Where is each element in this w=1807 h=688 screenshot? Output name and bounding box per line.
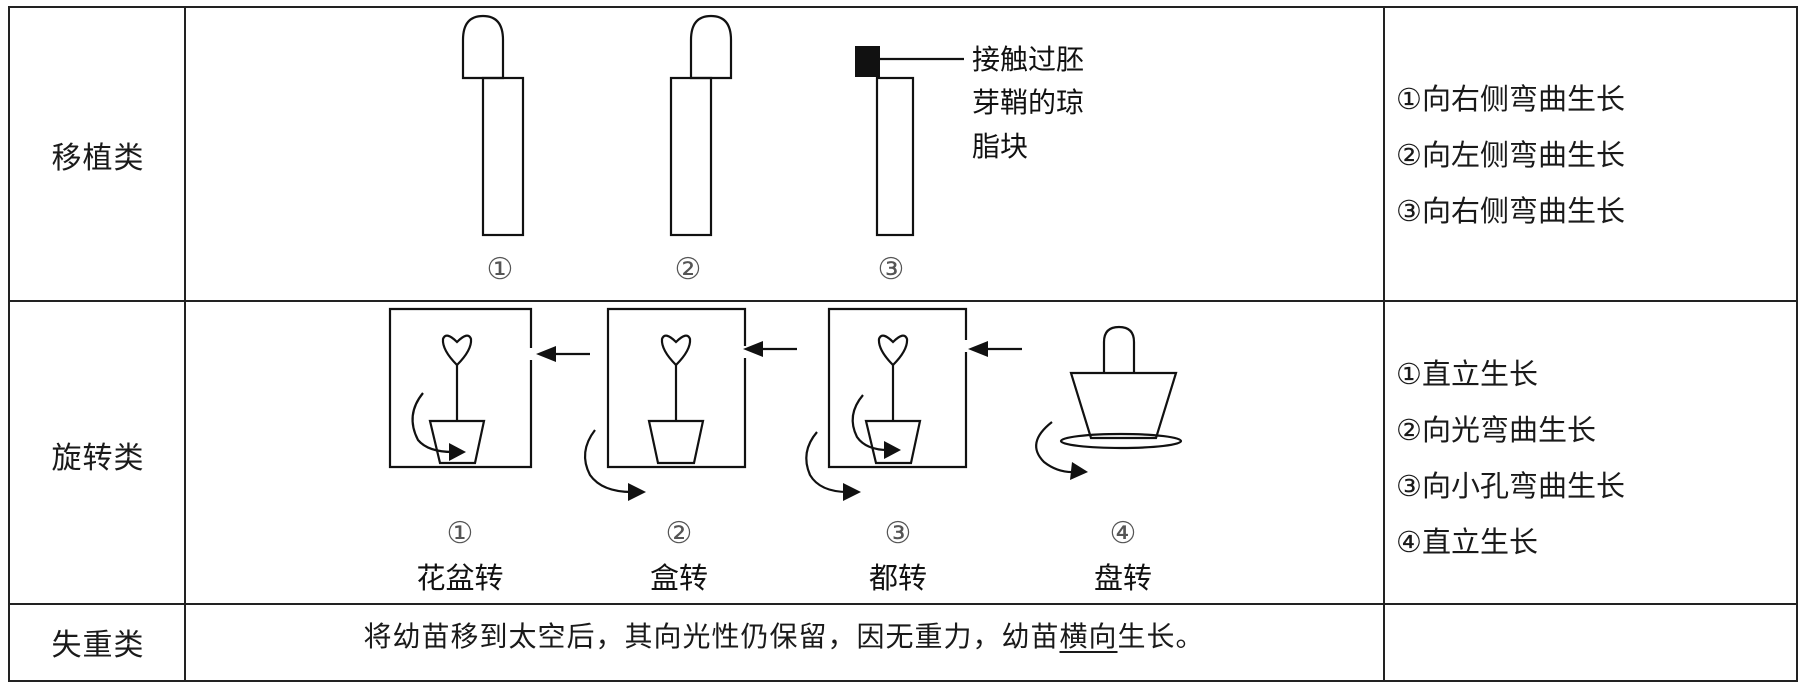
rotation-result-3: ③向小孔弯曲生长 (1396, 469, 1625, 503)
rotation-arrow-4 (1035, 421, 1076, 474)
box-2 (606, 307, 747, 469)
rotation-arrow-3a (851, 394, 889, 452)
column-divider-right (1383, 6, 1385, 682)
leaves-3 (877, 334, 909, 366)
light-arrowhead-1 (536, 346, 556, 362)
transplant-results: ①向右侧弯曲生长 ②向左侧弯曲生长 ③向右侧弯曲生长 (1396, 71, 1625, 239)
rotation-arrow-1 (411, 392, 454, 454)
weightless-note-after: 生长。 (1117, 620, 1205, 653)
pot-4 (1069, 371, 1178, 440)
rotation-caption-4: 盘转 (1094, 561, 1152, 595)
coleoptile-stem-2 (669, 76, 713, 237)
coleoptile-tip-1 (461, 14, 505, 80)
row-label-weightless: 失重类 (51, 628, 145, 663)
rotation-arrowhead-4 (1070, 462, 1088, 480)
coleoptile-stem-1 (481, 76, 525, 237)
rotation-arrowhead-3a (884, 441, 901, 459)
box-3 (827, 307, 968, 469)
transplant-number-3: ③ (878, 252, 905, 287)
coleoptile-4 (1102, 325, 1136, 373)
pot-1 (428, 419, 486, 465)
column-divider-left (184, 6, 186, 682)
pot-3 (864, 419, 922, 465)
rotation-result-2: ②向光弯曲生长 (1396, 413, 1596, 447)
transplant-number-1: ① (487, 252, 514, 287)
leaves-2 (660, 334, 692, 366)
table-frame (8, 6, 1798, 682)
rotation-caption-1: 花盆转 (416, 561, 503, 595)
callout-line-1: 接触过胚 (972, 43, 1084, 76)
light-arrowhead-2 (743, 341, 763, 357)
rotation-arrow-2 (583, 429, 633, 494)
rotation-number-2: ② (666, 516, 693, 551)
row-divider-2 (8, 603, 1798, 605)
rotation-result-4: ④直立生长 (1396, 525, 1538, 559)
rotation-number-4: ④ (1110, 516, 1137, 551)
agar-block (855, 46, 880, 77)
coleoptile-stem-3 (875, 76, 915, 237)
rotation-results: ①直立生长 ②向光弯曲生长 ③向小孔弯曲生长 ④直立生长 (1396, 346, 1625, 570)
rotation-arrowhead-2 (628, 483, 646, 501)
rotation-caption-2: 盒转 (650, 561, 708, 595)
box-1 (388, 307, 533, 469)
rotation-arrow-3b (805, 431, 849, 494)
row-divider-1 (8, 300, 1798, 302)
transplant-number-2: ② (675, 252, 702, 287)
coleoptile-tip-2 (689, 14, 733, 80)
transplant-result-2: ②向左侧弯曲生长 (1396, 138, 1625, 172)
callout-line-3: 脂块 (972, 130, 1028, 163)
pot-2 (647, 419, 705, 465)
weightless-note-underlined: 横向 (1059, 620, 1118, 653)
leaves-1 (441, 334, 473, 366)
turntable-4 (1059, 432, 1183, 450)
rotation-number-1: ① (447, 516, 474, 551)
row-label-rotation: 旋转类 (51, 441, 145, 476)
rotation-number-3: ③ (885, 516, 912, 551)
rotation-caption-3: 都转 (869, 561, 927, 595)
rotation-arrowhead-3b (843, 483, 861, 501)
light-arrowhead-3 (968, 341, 988, 357)
weightless-note-before: 将幼苗移到太空后，其向光性仍保留，因无重力，幼苗 (363, 620, 1060, 653)
transplant-result-1: ①向右侧弯曲生长 (1396, 82, 1625, 116)
row-label-transplant: 移植类 (51, 141, 145, 176)
weightless-note: 将幼苗移到太空后，其向光性仍保留，因无重力，幼苗横向生长。 (186, 615, 1382, 655)
rotation-arrowhead-1 (449, 443, 466, 461)
transplant-result-3: ③向右侧弯曲生长 (1396, 194, 1625, 228)
rotation-result-1: ①直立生长 (1396, 357, 1538, 391)
callout-line-2: 芽鞘的琼 (972, 86, 1084, 119)
